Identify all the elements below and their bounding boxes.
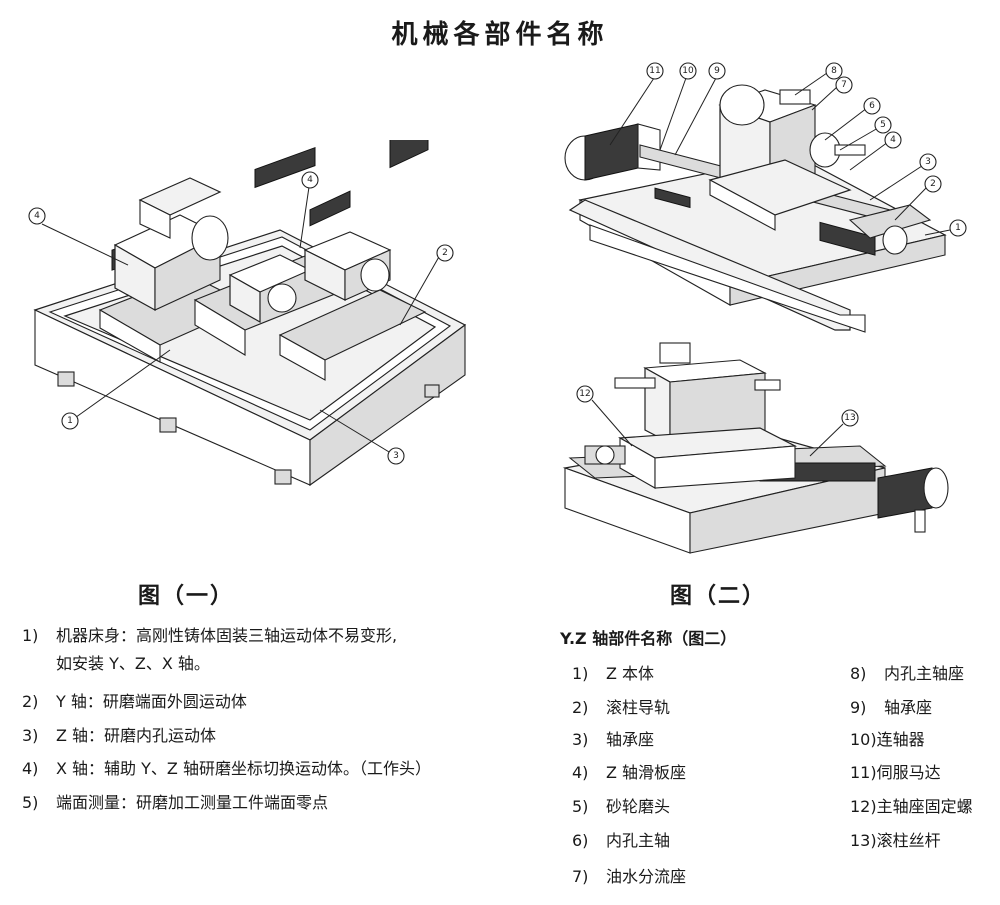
callout-2: 2 bbox=[924, 175, 942, 193]
callout-4-left: 4 bbox=[28, 207, 46, 225]
callout-6: 6 bbox=[863, 97, 881, 115]
yz-item-10: 10)连轴器 bbox=[850, 730, 925, 749]
machine-parts-list: 1)机器床身：高刚性铸体固装三轴运动体不易变形, 如安装 Y、Z、X 轴。 2)… bbox=[22, 628, 502, 828]
page-title: 机械各部件名称 bbox=[391, 20, 609, 50]
callout-9: 9 bbox=[708, 62, 726, 80]
yz-item-12: 12)主轴座固定螺 bbox=[850, 797, 973, 816]
svg-text:4: 4 bbox=[34, 211, 40, 221]
list-item-5: 5)端面测量：研磨加工测量工件端面零点 bbox=[22, 793, 329, 812]
callout-11: 11 bbox=[646, 62, 664, 80]
callout-5: 5 bbox=[874, 116, 892, 134]
callout-7: 7 bbox=[835, 76, 853, 94]
yz-item-1: 1)Z 本体 bbox=[572, 664, 655, 683]
callout-12: 12 bbox=[576, 385, 594, 403]
list-item-1-cont: 如安装 Y、Z、X 轴。 bbox=[56, 654, 210, 673]
svg-text:4: 4 bbox=[890, 135, 896, 145]
list-item-3: 3)Z 轴：研磨内孔运动体 bbox=[22, 726, 217, 745]
callout-10: 10 bbox=[679, 62, 697, 80]
yz-item-2: 2)滚柱导轨 bbox=[572, 698, 671, 717]
callout-13: 13 bbox=[841, 409, 859, 427]
yz-parts-heading: Y.Z 轴部件名称（图二） bbox=[560, 629, 737, 648]
yz-item-8: 8)内孔主轴座 bbox=[850, 664, 965, 683]
yz-item-5: 5)砂轮磨头 bbox=[572, 797, 671, 816]
svg-text:2: 2 bbox=[442, 248, 448, 258]
svg-text:10: 10 bbox=[682, 66, 694, 76]
yz-item-11: 11)伺服马达 bbox=[850, 763, 941, 782]
svg-text:1: 1 bbox=[955, 223, 961, 233]
svg-text:13: 13 bbox=[844, 413, 855, 423]
svg-text:3: 3 bbox=[393, 451, 399, 461]
figure-2-caption: 图（二） bbox=[670, 584, 767, 609]
svg-text:9: 9 bbox=[714, 66, 720, 76]
figure-1-caption: 图（一） bbox=[138, 584, 235, 609]
yz-parts-list-left: 1)Z 本体 2)滚柱导轨 3)轴承座 4)Z 轴滑板座 5)砂轮磨头 6)内孔… bbox=[572, 666, 822, 896]
figure-1-machine-drawing: 4 4 2 1 3 bbox=[20, 140, 480, 510]
svg-text:6: 6 bbox=[869, 101, 875, 111]
yz-item-4: 4)Z 轴滑板座 bbox=[572, 763, 687, 782]
callout-8: 8 bbox=[825, 62, 843, 80]
yz-item-9: 9)轴承座 bbox=[850, 698, 933, 717]
yz-item-3: 3)轴承座 bbox=[572, 730, 655, 749]
list-item-4: 4)X 轴：辅助 Y、Z 轴研磨坐标切换运动体。（工作头） bbox=[22, 759, 431, 778]
callout-4: 4 bbox=[884, 131, 902, 149]
svg-text:7: 7 bbox=[841, 80, 847, 90]
svg-text:8: 8 bbox=[831, 66, 837, 76]
svg-text:5: 5 bbox=[880, 120, 886, 130]
svg-text:4: 4 bbox=[307, 175, 313, 185]
callout-3: 3 bbox=[387, 447, 405, 465]
yz-parts-list-right: 8)内孔主轴座 9)轴承座 10)连轴器 11)伺服马达 12)主轴座固定螺 1… bbox=[850, 666, 998, 866]
callout-4-top: 4 bbox=[301, 171, 319, 189]
callout-1: 1 bbox=[949, 219, 967, 237]
figure-2-top-drawing: 11 10 9 8 7 6 5 4 3 2 1 bbox=[550, 60, 980, 335]
svg-text:11: 11 bbox=[649, 66, 660, 76]
yz-item-6: 6)内孔主轴 bbox=[572, 831, 671, 850]
svg-text:3: 3 bbox=[925, 157, 931, 167]
figure-2-bottom-drawing: 12 13 bbox=[560, 338, 960, 563]
yz-item-7: 7)油水分流座 bbox=[572, 867, 687, 886]
callout-1: 1 bbox=[61, 412, 79, 430]
yz-item-13: 13)滚柱丝杆 bbox=[850, 831, 941, 850]
svg-text:2: 2 bbox=[930, 179, 936, 189]
svg-text:1: 1 bbox=[67, 416, 73, 426]
list-item-2: 2)Y 轴：研磨端面外圆运动体 bbox=[22, 692, 247, 711]
callout-3: 3 bbox=[919, 153, 937, 171]
list-item-1: 1)机器床身：高刚性铸体固装三轴运动体不易变形, bbox=[22, 626, 398, 645]
callout-2: 2 bbox=[436, 244, 454, 262]
svg-text:12: 12 bbox=[579, 389, 590, 399]
